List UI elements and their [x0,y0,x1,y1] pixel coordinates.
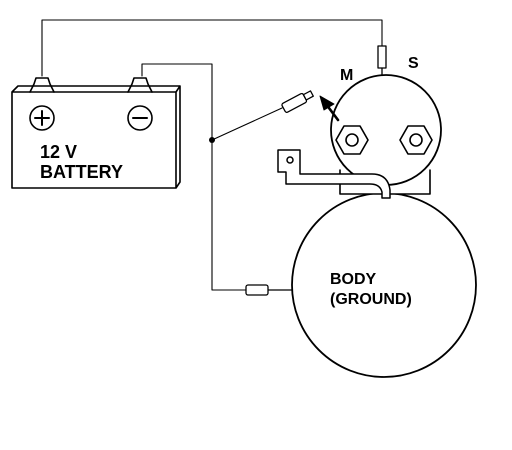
wire-junction-dot [209,137,215,143]
field-strap-plate [277,149,391,199]
terminal-m-label: M [340,67,353,84]
terminal-m-nut [335,125,369,155]
field-strap-bolt [286,156,294,164]
ground-lead-clip [245,284,269,296]
wire-negative-to-ground [141,63,247,291]
starter-motor: BODY (GROUND) [245,192,477,378]
wires [41,19,383,291]
starter-body-circle [291,192,477,378]
solenoid: M S [319,55,442,195]
battery-negative-symbol-ring [127,105,153,131]
battery: 12 V BATTERY [11,77,181,189]
battery-case [11,85,181,189]
body-label-line1: BODY [330,271,377,288]
battery-voltage-label: 12 V [40,142,77,162]
test-lead-connector [281,92,308,113]
battery-positive-symbol [34,110,50,126]
terminal-m-stud [345,133,359,147]
wire-branch-to-test-lead [211,107,283,141]
arrow-head-icon [319,95,335,111]
battery-negative-post [127,77,153,93]
battery-name-label: BATTERY [40,162,123,182]
terminal-s-label: S [408,55,419,72]
test-lead [281,90,314,113]
field-strap [277,149,391,199]
battery-positive-symbol-ring [29,105,55,131]
s-terminal-connector [377,45,387,69]
terminal-b-stud [409,133,423,147]
test-lead-tip [302,90,314,101]
wire-positive-to-s-terminal [41,19,383,77]
body-label-line2: (GROUND) [330,291,412,308]
battery-positive-post [29,77,55,93]
terminal-b-nut [399,125,433,155]
